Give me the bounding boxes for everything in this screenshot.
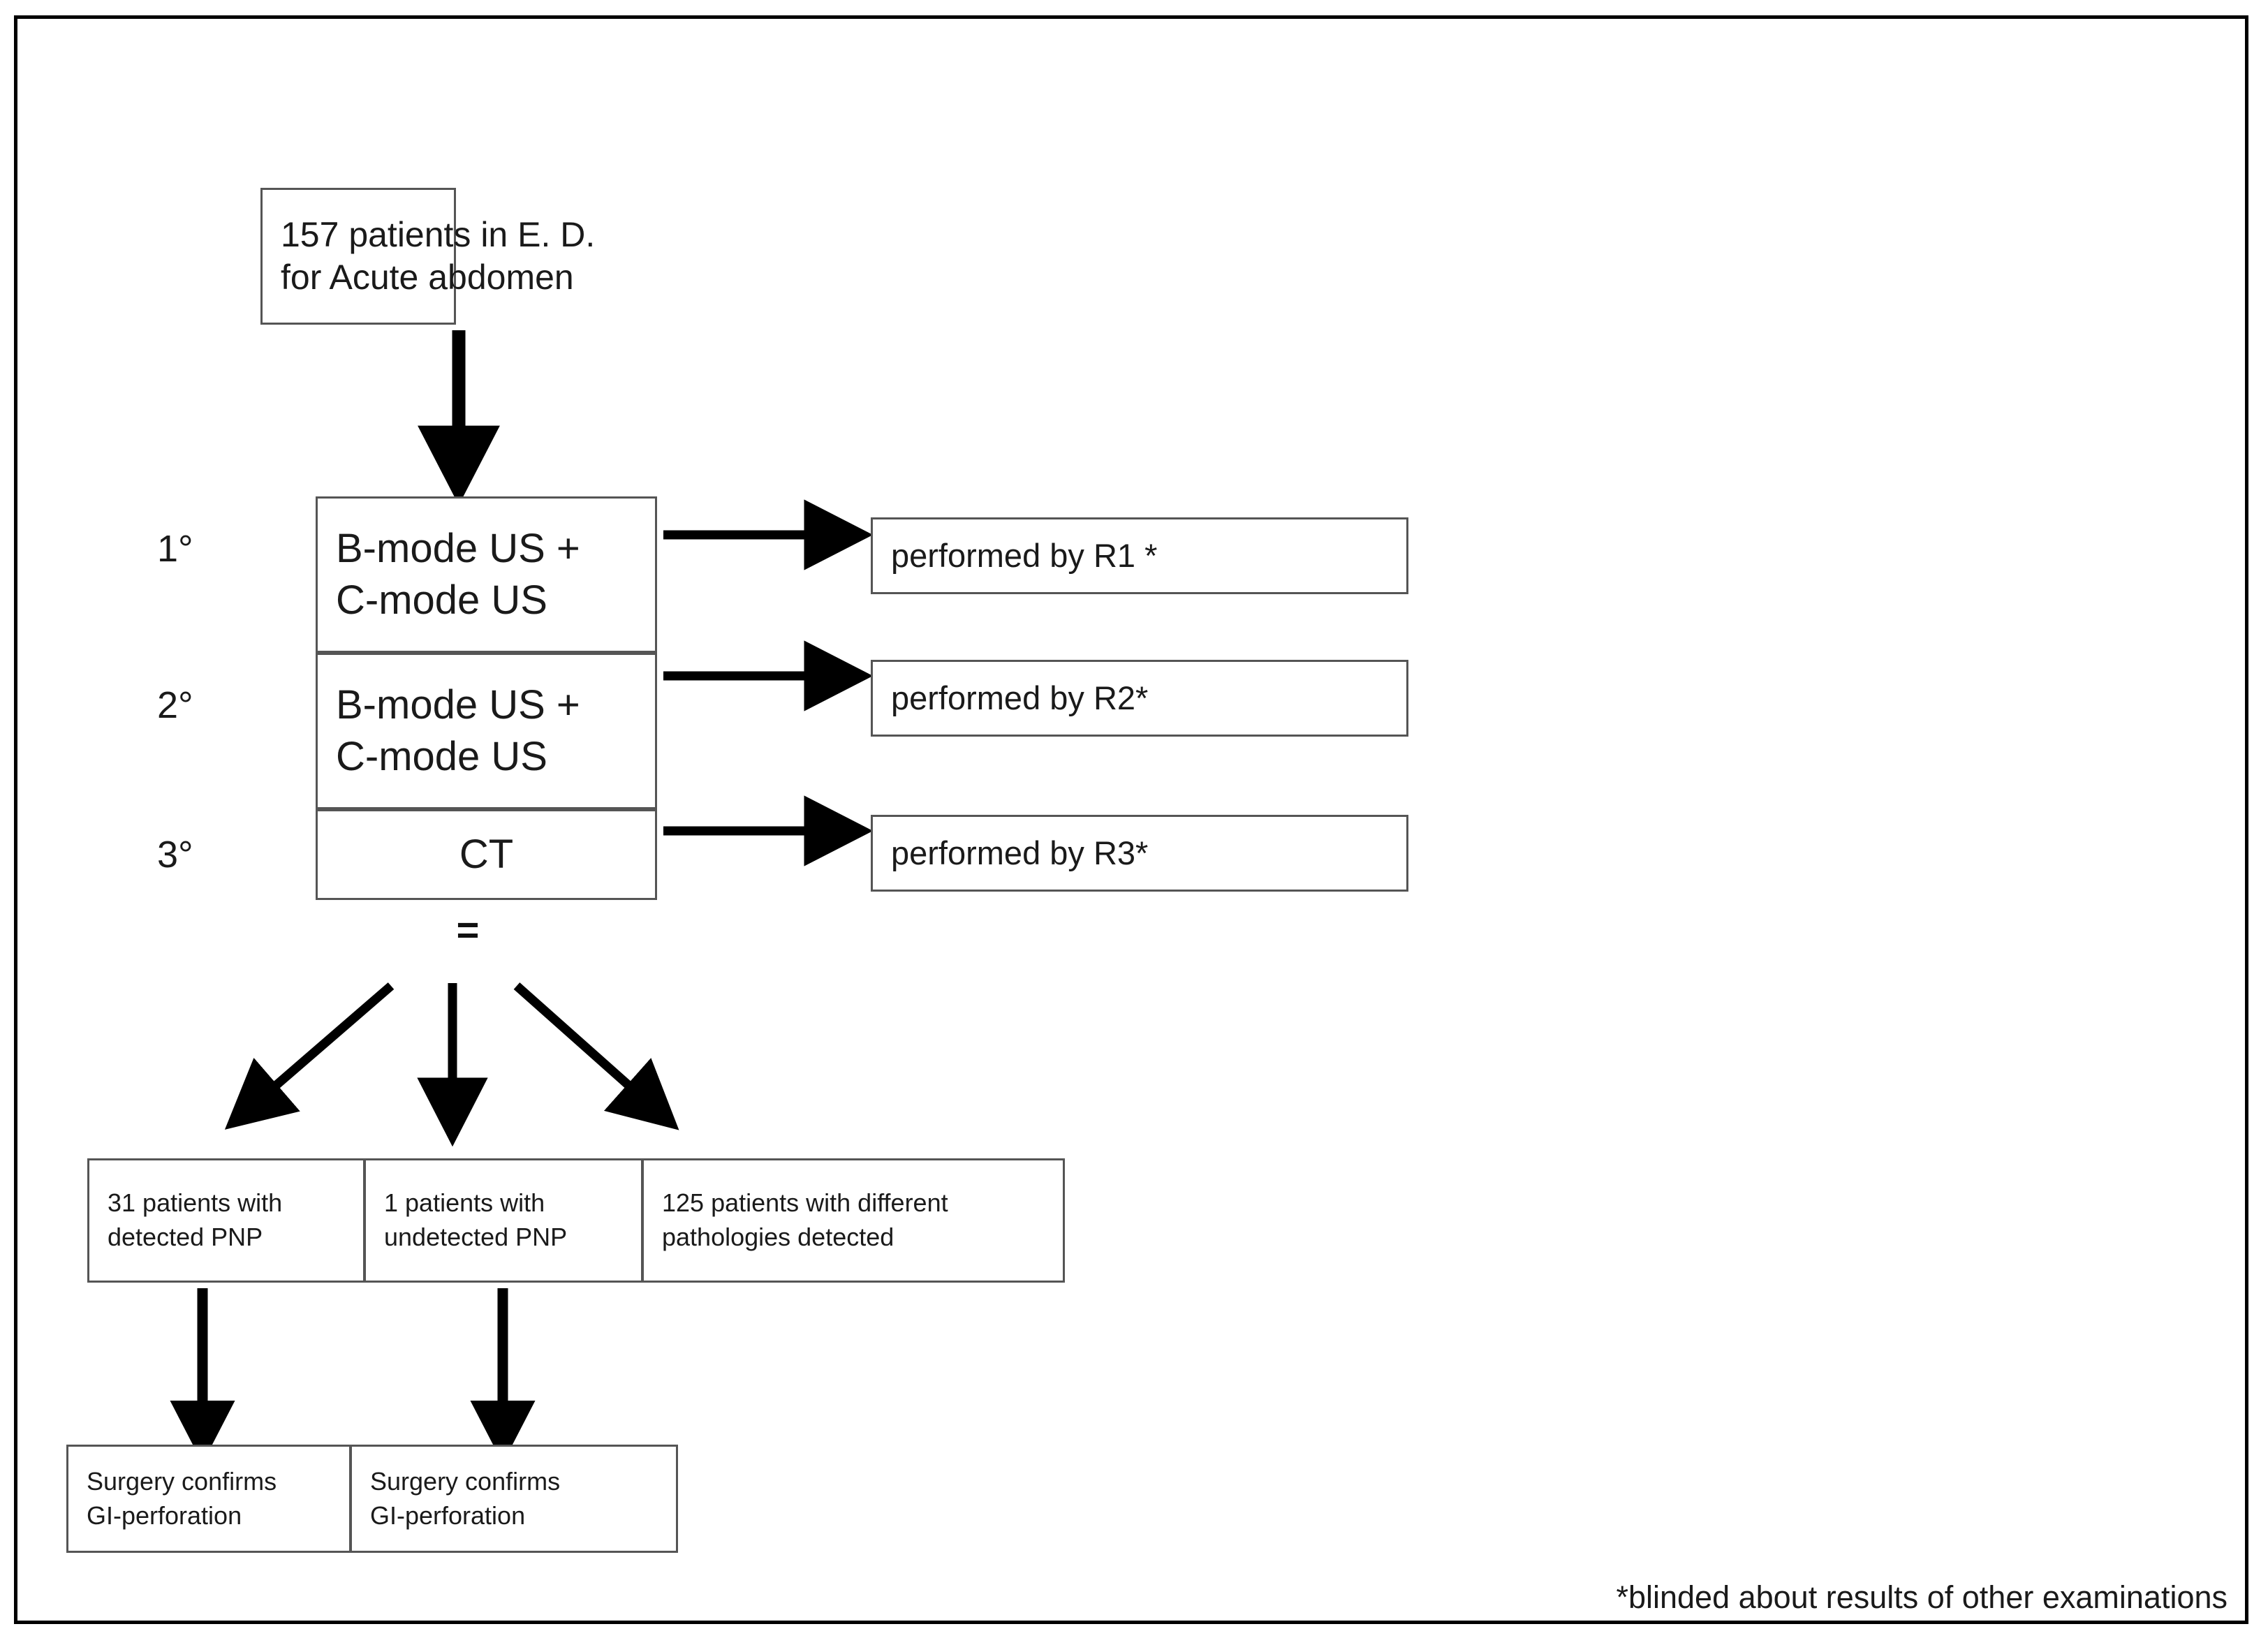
node-modality-primary-line2: C-mode US [336, 577, 547, 623]
node-modality-primary-line1: B-mode US + [336, 525, 580, 571]
node-performed-by-r2-label: performed by R2* [891, 679, 1149, 716]
node-surgery-confirms-1: Surgery confirms GI-perforation [66, 1445, 351, 1553]
node-modality-secondary-line1: B-mode US + [336, 681, 580, 728]
node-performed-by-r2: performed by R2* [871, 660, 1408, 737]
node-surgery-confirms-2: Surgery confirms GI-perforation [350, 1445, 678, 1553]
node-surgery-confirms-2-line1: Surgery confirms [370, 1466, 561, 1496]
node-outcome-detected-pnp-line2: detected PNP [108, 1223, 263, 1251]
degree-label-secondary: 2° [157, 684, 193, 726]
node-modality-tertiary-line1: CT [459, 831, 514, 877]
node-performed-by-r3-label: performed by R3* [891, 834, 1149, 871]
node-outcome-undetected-pnp-line1: 1 patients with [384, 1188, 545, 1218]
node-modality-secondary-line2: C-mode US [336, 734, 547, 779]
node-outcome-other-pathologies-line2: pathologies detected [662, 1223, 894, 1251]
arrow-fan-right [513, 982, 679, 1130]
node-surgery-confirms-2-line2: GI-perforation [370, 1500, 526, 1530]
figure-footnote: *blinded about results of other examinat… [1616, 1579, 2228, 1615]
node-performed-by-r3: performed by R3* [871, 815, 1408, 892]
node-total-patients-line2: for Acute abdomen [281, 258, 574, 297]
node-performed-by-r1-label: performed by R1 * [891, 536, 1158, 574]
node-performed-by-r1: performed by R1 * [871, 517, 1408, 594]
node-modality-primary: B-mode US + C-mode US [316, 496, 657, 653]
degree-label-primary: 1° [157, 528, 193, 570]
node-outcome-other-pathologies: 125 patients with different pathologies … [642, 1158, 1065, 1283]
arrow-fan-left [224, 982, 395, 1130]
node-total-patients-line1: 157 patients in E. D. [281, 215, 596, 254]
node-outcome-other-pathologies-line1: 125 patients with different [662, 1188, 948, 1218]
degree-label-tertiary: 3° [157, 834, 193, 876]
node-total-patients: 157 patients in E. D. for Acute abdomen [260, 188, 595, 325]
node-outcome-detected-pnp-line1: 31 patients with [108, 1188, 283, 1218]
node-outcome-undetected-pnp: 1 patients with undetected PNP [364, 1158, 643, 1283]
node-outcome-undetected-pnp-line2: undetected PNP [384, 1223, 568, 1251]
equals-sign: = [456, 908, 480, 952]
node-surgery-confirms-1-line1: Surgery confirms [87, 1466, 277, 1496]
node-outcome-detected-pnp: 31 patients with detected PNP [87, 1158, 365, 1283]
node-modality-tertiary: CT [316, 809, 657, 900]
figure-frame: 157 patients in E. D. for Acute abdomen … [14, 15, 2248, 1624]
node-surgery-confirms-1-line2: GI-perforation [87, 1500, 242, 1530]
node-modality-secondary: B-mode US + C-mode US [316, 653, 657, 809]
